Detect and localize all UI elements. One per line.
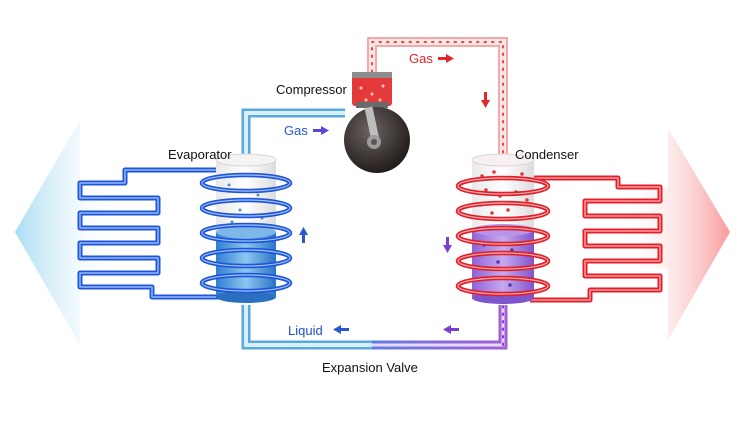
evaporator (199, 153, 293, 303)
arrow-left-icon (333, 325, 349, 334)
arrow-right-icon (313, 126, 329, 135)
arrow-up-icon (299, 227, 308, 243)
gas-top-label: Gas (409, 51, 433, 66)
arrow-down-icon (481, 92, 490, 108)
liquid-label: Liquid (288, 323, 323, 338)
cold-air-arrow-icon (15, 120, 120, 345)
arrow-down-icon (443, 237, 452, 253)
expansion-valve-label: Expansion Valve (322, 360, 418, 375)
arrow-right-icon (438, 54, 454, 63)
gas-left-label: Gas (284, 123, 308, 138)
condenser-label: Condenser (515, 147, 579, 162)
evaporator-label: Evaporator (168, 147, 232, 162)
arrow-left-icon (443, 325, 459, 334)
compressor-label: Compressor (276, 82, 347, 97)
compressor (344, 72, 410, 173)
condenser (455, 153, 551, 304)
hot-air-arrow-icon (620, 128, 730, 340)
liquid-pipe-purple (372, 305, 508, 350)
